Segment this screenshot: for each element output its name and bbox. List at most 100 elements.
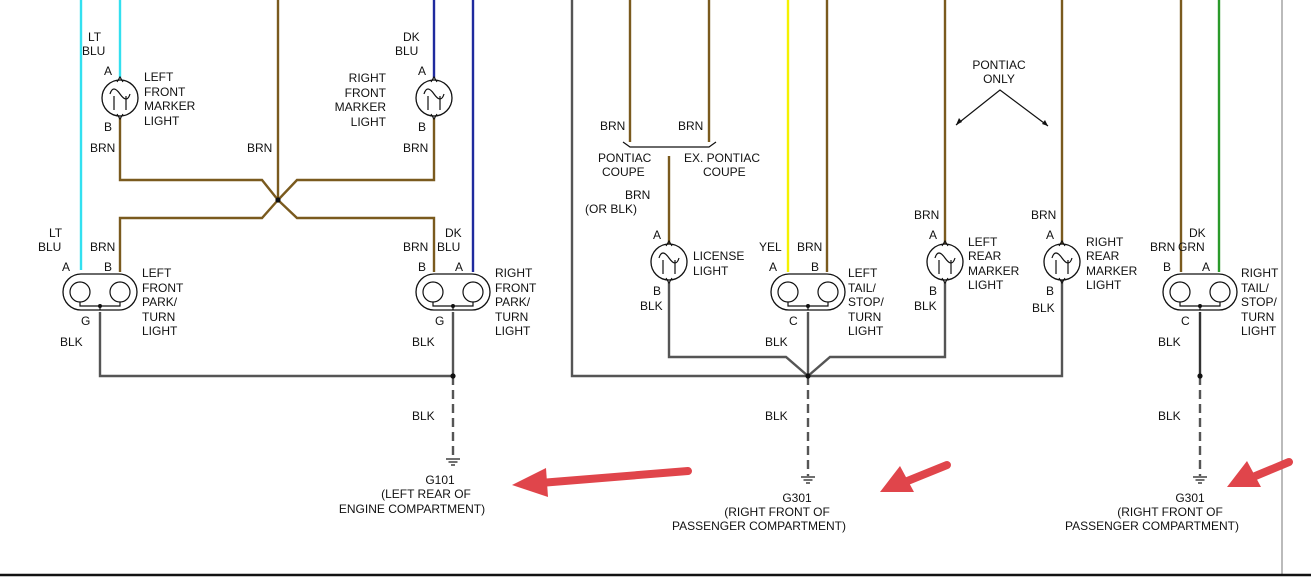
- option-label: ONLY: [983, 72, 1015, 86]
- component-label: LIGHT: [495, 324, 531, 338]
- component-label: LIGHT: [848, 324, 884, 338]
- lamp-bulb-icon: [1043, 240, 1081, 284]
- wire-label: DK: [1189, 226, 1206, 240]
- wire-label: LT: [49, 226, 63, 240]
- component-label: PARK/: [142, 295, 178, 309]
- pin-label: G: [81, 314, 90, 328]
- component-label: MARKER: [1086, 264, 1138, 278]
- wire-label: (OR BLK): [585, 202, 637, 216]
- ground-symbol-icon: [1192, 476, 1208, 484]
- ground-location: PASSENGER COMPARTMENT): [672, 519, 846, 533]
- splice-dot-icon: [1197, 373, 1203, 379]
- brn-marker-wire-right: [277, 118, 436, 201]
- wire-label: BRN: [797, 240, 822, 254]
- pin-label: B: [1163, 260, 1171, 274]
- component-label: TURN: [848, 310, 881, 324]
- wire-label: BLK: [1158, 335, 1181, 349]
- blk-lr-marker-ground: [807, 282, 947, 377]
- arrow-icon: [956, 118, 1048, 126]
- ground-location: (RIGHT FRONT OF: [724, 505, 830, 519]
- arrow-icon: [880, 461, 951, 492]
- ground-id: G301: [1175, 491, 1205, 505]
- pin-label: B: [104, 260, 112, 274]
- splice-dot-icon: [450, 373, 456, 379]
- ground-location: ENGINE COMPARTMENT): [339, 502, 485, 516]
- component-label: TURN: [495, 310, 528, 324]
- brn-park-wire-left: [118, 199, 279, 272]
- blk-ground-wire-left: [98, 312, 453, 378]
- component-label: LEFT: [144, 70, 174, 84]
- wire-label: BLK: [412, 409, 435, 423]
- splice-dot-icon: [805, 373, 811, 379]
- option-bracket: [622, 141, 717, 148]
- wire-label: BLK: [765, 409, 788, 423]
- pin-label: B: [1046, 284, 1054, 298]
- splice-dot-icon: [275, 197, 281, 203]
- option-label: PONTIAC: [972, 58, 1026, 72]
- component-label: LIGHT: [142, 324, 178, 338]
- wire-label: BRN: [90, 240, 115, 254]
- option-label: PONTIAC: [598, 151, 652, 165]
- pin-label: A: [418, 64, 426, 78]
- component-label: LIGHT: [1241, 324, 1277, 338]
- wire-label: YEL: [759, 240, 782, 254]
- wire-label: BLU: [395, 44, 418, 58]
- left-front-section: LT BLU A B LEFT FRONT MARKER LIGHT BRN B…: [38, 0, 537, 516]
- brn-marker-wire-left: [118, 118, 279, 201]
- wire-label: BRN: [600, 119, 625, 133]
- ground-symbol-icon: [800, 476, 816, 484]
- component-label: MARKER: [968, 264, 1020, 278]
- wire-label: DK: [445, 226, 462, 240]
- pin-label: A: [62, 260, 70, 274]
- brn-park-wire-right: [277, 199, 436, 272]
- component-label: FRONT: [144, 85, 186, 99]
- wire-label: BRN: [625, 188, 650, 202]
- ground-id: G101: [425, 473, 455, 487]
- pin-label: A: [455, 260, 463, 274]
- wire-label: BRN: [1031, 208, 1056, 222]
- wire-label: BLU: [82, 44, 105, 58]
- component-label: LIGHT: [693, 264, 729, 278]
- pin-label: A: [104, 64, 112, 78]
- ground-location: (RIGHT FRONT OF: [1117, 505, 1223, 519]
- lamp-bulb-icon: [926, 240, 964, 284]
- blk-license-ground: [667, 282, 809, 377]
- component-label: REAR: [968, 249, 1002, 263]
- pin-label: A: [1046, 228, 1054, 242]
- lamp-bulb-icon: [415, 76, 453, 120]
- ground-location: (LEFT REAR OF: [381, 487, 471, 501]
- wire-label: GRN: [1178, 240, 1205, 254]
- arrow-icon: [955, 89, 1049, 127]
- rear-section: BRN BRN PONTIAC COUPE EX. PONTIAC COUPE …: [570, 0, 1138, 533]
- wire-label: BRN: [247, 141, 272, 155]
- component-label: LEFT: [968, 235, 998, 249]
- callout-arrows: [512, 458, 1293, 497]
- dual-filament-lamp-icon: [1162, 273, 1238, 311]
- pin-label: B: [104, 120, 112, 134]
- component-label: FRONT: [142, 281, 184, 295]
- component-label: FRONT: [495, 281, 537, 295]
- component-label: FRONT: [345, 86, 387, 100]
- component-label: TURN: [142, 310, 175, 324]
- option-label: COUPE: [602, 165, 645, 179]
- component-label: TAIL/: [1241, 281, 1269, 295]
- wire-label: BLK: [412, 335, 435, 349]
- option-label: EX. PONTIAC: [684, 151, 760, 165]
- pin-label: A: [929, 228, 937, 242]
- pin-label: A: [769, 260, 777, 274]
- wire-label: BRN: [403, 240, 428, 254]
- option-label: COUPE: [703, 165, 746, 179]
- wire-label: BLK: [914, 299, 937, 313]
- component-label: RIGHT: [1241, 266, 1279, 280]
- wire-label: BLK: [60, 335, 83, 349]
- wire-label: BLK: [1158, 409, 1181, 423]
- pin-label: B: [418, 260, 426, 274]
- wire-label: BLK: [1032, 301, 1055, 315]
- wire-label: BLK: [640, 299, 663, 313]
- component-label: LIGHT: [351, 115, 387, 129]
- pin-label: G: [435, 314, 444, 328]
- arrow-icon: [512, 467, 692, 497]
- wire-label: LT: [88, 30, 102, 44]
- wire-label: BLU: [38, 240, 61, 254]
